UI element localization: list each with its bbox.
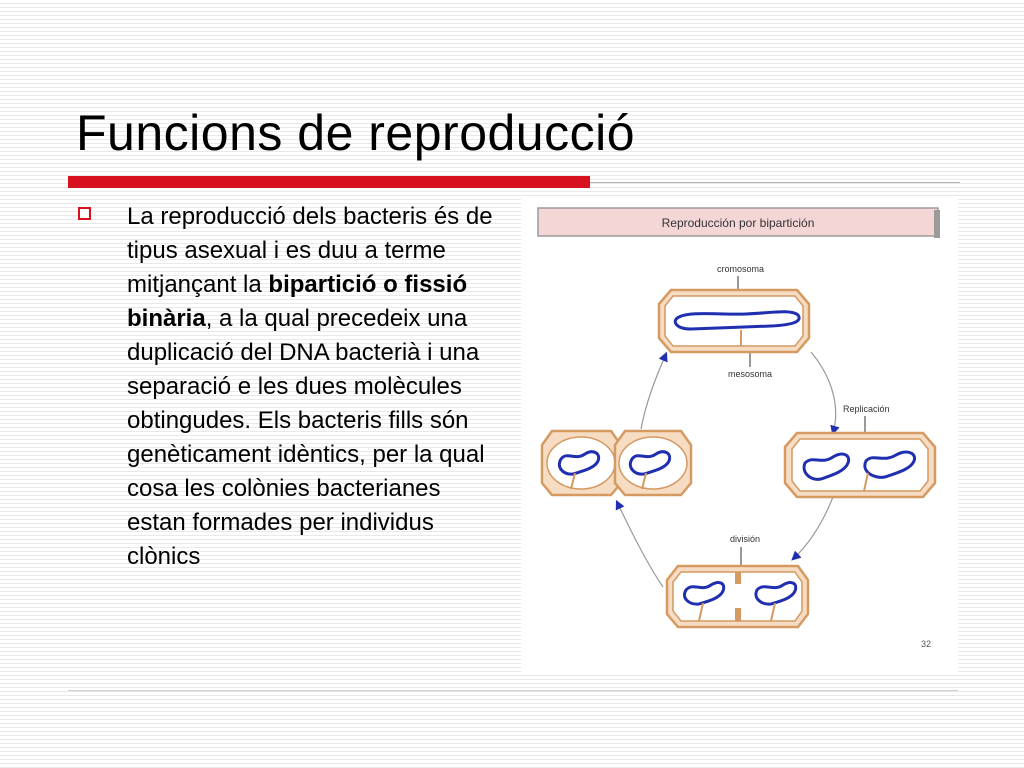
body-paragraph: La reproducció dels bacteris és de tipus… — [127, 200, 499, 574]
bullet-square-icon — [78, 207, 91, 220]
paragraph-bold: bipartició o fissió binària — [127, 271, 468, 332]
chromosome-copy-b — [863, 450, 917, 479]
chromosome-elongated — [673, 310, 801, 331]
binary-fission-diagram: Reproducción por bipartición cromosoma m… — [521, 197, 958, 672]
figure-header-text: Reproducción por bipartición — [662, 216, 815, 230]
cycle-arrow-3 — [615, 499, 664, 588]
footer-divider — [68, 690, 958, 691]
label-cromosoma: cromosoma — [717, 264, 764, 274]
cycle-arrow-1 — [810, 351, 840, 436]
chromosome-daughter-b — [754, 581, 798, 606]
cycle-arrow-2 — [791, 496, 834, 561]
cell-stage-2 — [783, 431, 937, 499]
title-underline-gray — [590, 182, 960, 183]
slide-title: Funcions de reproducció — [76, 105, 636, 161]
cell-stage-1 — [657, 288, 811, 354]
paragraph-part-2: , a la qual precedeix una duplicació del… — [127, 305, 485, 570]
cell-stage-3 — [665, 564, 810, 629]
chromosome-copy-a — [802, 452, 851, 481]
title-underline-red — [68, 176, 590, 188]
chromosome-left-daughter-b — [628, 450, 672, 476]
chromosome-daughter-a — [683, 581, 726, 606]
cycle-arrow-4 — [640, 351, 668, 430]
label-mesosoma: mesosoma — [728, 369, 772, 379]
paragraph-part-1: La reproducció dels bacteris és de tipus… — [127, 203, 493, 298]
figure-page-number: 32 — [921, 639, 931, 649]
chromosome-left-daughter-a — [557, 450, 601, 476]
label-division: división — [730, 534, 760, 544]
cell-stage-4 — [540, 429, 693, 497]
figure-header: Reproducción por bipartición — [537, 207, 940, 238]
label-replicacion: Replicación — [843, 404, 890, 414]
